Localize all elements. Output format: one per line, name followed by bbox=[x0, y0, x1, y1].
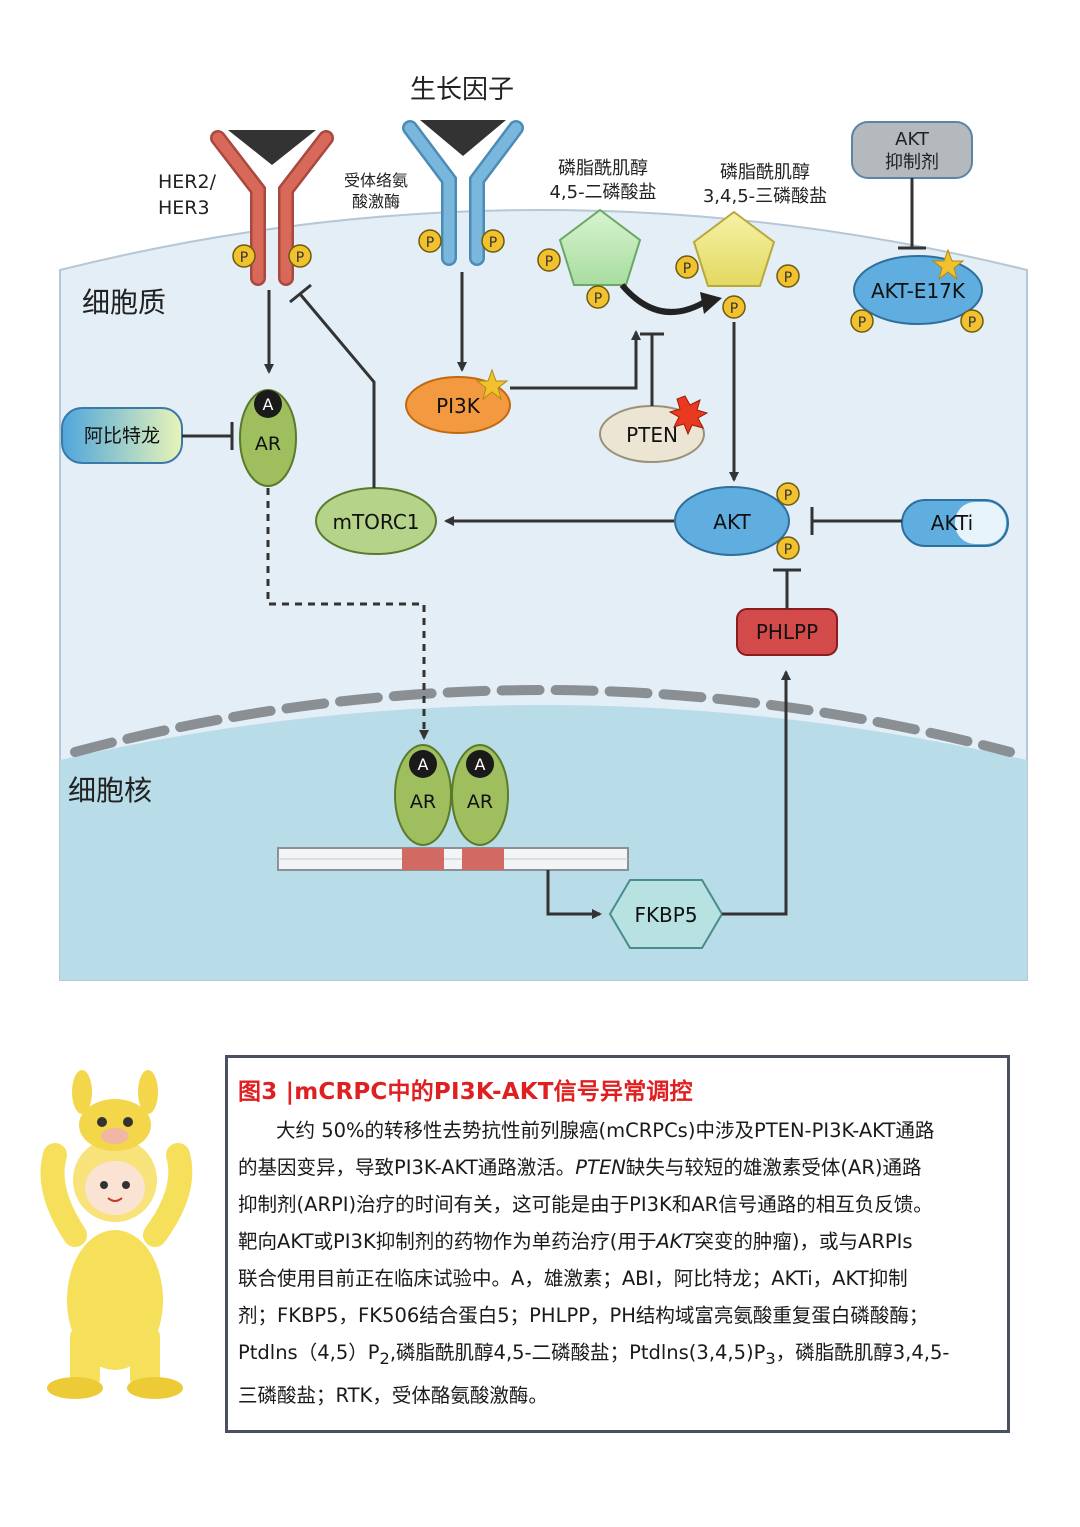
are-element-2 bbox=[462, 848, 504, 870]
phosphate-badge: P bbox=[418, 229, 442, 253]
pip2-label-line1: 磷脂酰肌醇 bbox=[558, 158, 648, 179]
akt-inhibitor-label-line1: AKT bbox=[895, 129, 930, 150]
phosphate-badge: P bbox=[675, 255, 699, 279]
her2-label: HER2/ bbox=[158, 171, 217, 193]
phosphate-badge: P bbox=[776, 536, 800, 560]
caption-line: 抑制剂(ARPI)治疗的时间有关，这可能是由于PI3K和AR信号通路的相互负反馈… bbox=[238, 1193, 933, 1216]
phosphate-badge: P bbox=[776, 482, 800, 506]
mascot-illustration bbox=[40, 1070, 193, 1399]
pi3k-node bbox=[405, 376, 511, 434]
her2-her3-receptor bbox=[210, 130, 334, 286]
pip2-label-line2: 4,5-二磷酸盐 bbox=[549, 182, 656, 203]
nucleus-region bbox=[60, 705, 1027, 980]
mtorc1-label: mTORC1 bbox=[332, 510, 419, 534]
androgen-badge bbox=[254, 390, 282, 418]
svg-text:P: P bbox=[968, 315, 976, 331]
caption-line: 靶向AKT或PI3K抑制剂的药物作为单药治疗(用于 bbox=[238, 1230, 657, 1253]
svg-text:P: P bbox=[784, 542, 792, 558]
svg-text:P: P bbox=[489, 235, 497, 251]
ar-nuclear-label-2: AR bbox=[467, 791, 493, 813]
phosphate-badge: P bbox=[232, 244, 256, 268]
rtk-label-line2: 酸激酶 bbox=[352, 192, 400, 211]
svg-text:P: P bbox=[784, 270, 792, 286]
cytoplasm-label: 细胞质 bbox=[82, 286, 166, 319]
pip3-label-line1: 磷脂酰肌醇 bbox=[720, 162, 810, 183]
phosphate-badge: P bbox=[586, 285, 610, 309]
pip3-pentagon bbox=[692, 210, 776, 287]
akt-node bbox=[674, 486, 790, 556]
growth-factor-label: 生长因子 bbox=[410, 75, 514, 105]
androgen-badge-nuclear-1-label: A bbox=[418, 755, 429, 774]
rtk-label-line1: 受体络氨 bbox=[344, 171, 408, 190]
ar-nuclear-label-1: AR bbox=[410, 791, 436, 813]
akti-label: AKTi bbox=[931, 511, 973, 535]
svg-text:P: P bbox=[594, 291, 602, 307]
pip3-label-line2: 3,4,5-三磷酸盐 bbox=[703, 186, 827, 207]
pip2-pentagon bbox=[558, 208, 642, 286]
ar-nuclear-node-2 bbox=[451, 744, 509, 846]
caption-line: 缺失与较短的雄激素受体(AR)通路 bbox=[625, 1156, 922, 1179]
phosphate-badge: P bbox=[288, 244, 312, 268]
svg-text:P: P bbox=[858, 315, 866, 331]
akt-label: AKT bbox=[713, 510, 751, 534]
caption-line: 的基因变异，导致PI3K-AKT通路激活。 bbox=[238, 1156, 576, 1179]
svg-text:P: P bbox=[784, 488, 792, 504]
abiraterone-label: 阿比特龙 bbox=[84, 425, 160, 447]
akt-e17k-label: AKT-E17K bbox=[871, 279, 966, 303]
caption-subscript: 3 bbox=[765, 1348, 776, 1368]
mtorc1-node bbox=[315, 487, 437, 555]
phosphate-badge: P bbox=[850, 309, 874, 333]
svg-text:P: P bbox=[426, 235, 434, 251]
phosphate-badge: P bbox=[481, 229, 505, 253]
pten-label: PTEN bbox=[626, 423, 678, 447]
caption-line: 突变的肿瘤)，或与ARPIs bbox=[694, 1230, 913, 1253]
caption-line: ，磷脂酰肌醇3,4,5- bbox=[775, 1341, 950, 1364]
mtorc1-feedback-inhibition bbox=[298, 293, 376, 488]
fkbp5-label: FKBP5 bbox=[634, 903, 697, 927]
svg-text:P: P bbox=[240, 250, 248, 266]
phosphate-badge: P bbox=[537, 248, 561, 272]
pten-loss-burst bbox=[668, 395, 709, 436]
caption-title: 图3 |mCRPC中的PI3K-AKT信号异常调控 bbox=[238, 1079, 693, 1105]
her3-label: HER3 bbox=[158, 197, 210, 219]
ar-nuclear-translocation bbox=[266, 488, 429, 740]
caption-line: 联合使用目前正在临床试验中。A，雄激素；ABI，阿比特龙；AKTi，AKT抑制 bbox=[238, 1267, 908, 1290]
pi3k-label: PI3K bbox=[436, 394, 481, 418]
caption-gene-italic: PTEN bbox=[575, 1156, 626, 1179]
nuclear-membrane bbox=[70, 685, 1015, 757]
svg-text:P: P bbox=[683, 261, 691, 277]
dna-strand bbox=[277, 847, 629, 871]
caption-line: ,磷脂酰肌醇4,5-二磷酸盐；Ptdlns(3,4,5)P bbox=[389, 1341, 766, 1364]
svg-text:P: P bbox=[296, 250, 304, 266]
pip2-to-pip3-arrow bbox=[619, 283, 710, 315]
figure-caption: 图3 |mCRPC中的PI3K-AKT信号异常调控 大约 50%的转移性去势抗性… bbox=[225, 1055, 1010, 1433]
caption-gene-italic: AKT bbox=[656, 1230, 695, 1253]
androgen-badge-nuclear-2 bbox=[466, 750, 494, 778]
phosphate-badge: P bbox=[722, 295, 746, 319]
caption-line: 剂；FKBP5，FK506结合蛋白5；PHLPP，PH结构域富亮氨酸重复蛋白磷酸… bbox=[238, 1304, 929, 1327]
phlpp-label: PHLPP bbox=[756, 620, 818, 644]
androgen-badge-label: A bbox=[263, 395, 274, 414]
pi3k-akt-pathway-diagram: 细胞质 细胞核 生长因子 HER2/ HER3 受体络氨 酸激酶 磷脂酰肌醇 4… bbox=[59, 75, 1028, 981]
pi3k-activation-star bbox=[475, 368, 509, 401]
androgen-badge-nuclear-1 bbox=[409, 750, 437, 778]
phosphate-badge: P bbox=[776, 264, 800, 288]
akt-e17k-mutation-star bbox=[931, 248, 965, 281]
akt-inhibitor-label-line2: 抑制剂 bbox=[885, 152, 939, 173]
ar-cytoplasm-label: AR bbox=[255, 433, 281, 455]
svg-text:P: P bbox=[730, 301, 738, 317]
svg-text:P: P bbox=[545, 254, 553, 270]
caption-subscript: 2 bbox=[379, 1348, 390, 1368]
androgen-badge-nuclear-2-label: A bbox=[475, 755, 486, 774]
caption-line: 三磷酸盐；RTK，受体酪氨酸激酶。 bbox=[238, 1383, 548, 1407]
nucleus-label: 细胞核 bbox=[68, 774, 152, 807]
are-element-1 bbox=[402, 848, 444, 870]
pathway-arrows bbox=[264, 272, 791, 919]
caption-line: 大约 50%的转移性去势抗性前列腺癌(mCRPCs)中涉及PTEN-PI3K-A… bbox=[276, 1119, 935, 1142]
caption-line: Ptdlns（4,5）P bbox=[238, 1341, 380, 1364]
caption-body: 大约 50%的转移性去势抗性前列腺癌(mCRPCs)中涉及PTEN-PI3K-A… bbox=[238, 1112, 995, 1414]
phosphate-badge: P bbox=[960, 309, 984, 333]
rtk-receptor bbox=[402, 120, 524, 266]
phosphate-badges: P P P P P P P P P P P P P bbox=[232, 229, 984, 560]
